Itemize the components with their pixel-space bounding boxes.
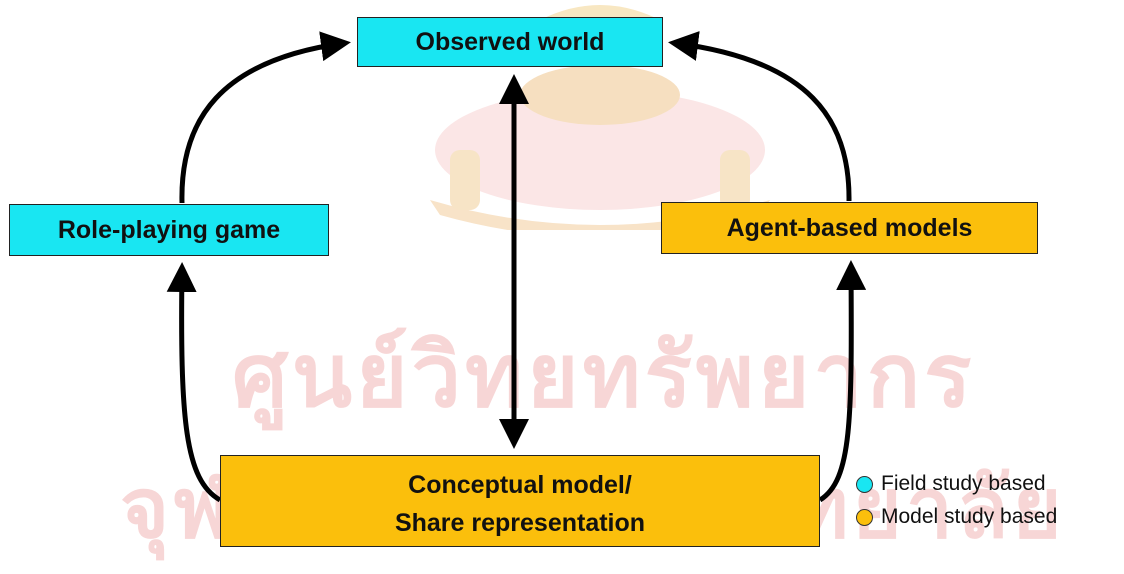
legend-model-dot-icon [856,508,873,526]
legend-item-field-study: Field study based [856,472,1046,496]
node-conceptual-model-label-line1: Conceptual model/ [408,471,632,499]
legend-item-model-study: Model study based [856,505,1057,529]
node-conceptual-model-label-line2: Share representation [394,509,646,537]
node-observed-world: Observed world [357,17,663,67]
node-agent-based-models-label: Agent-based models [726,213,973,242]
legend-field-dot-icon [856,475,873,493]
arrow-concept-to-agent [818,260,867,503]
node-role-playing-game: Role-playing game [9,204,329,256]
arrow-agent-to-observed [668,31,852,202]
node-conceptual-model: Conceptual model/ Share representation [220,455,820,547]
legend-model-label: Model study based [881,505,1058,528]
node-role-playing-game-label: Role-playing game [57,215,281,244]
arrows-layer [166,31,867,503]
arrow-role-to-observed [179,31,351,204]
node-agent-based-models: Agent-based models [661,202,1038,254]
node-observed-world-label: Observed world [415,27,605,56]
arrow-concept-to-role [166,262,222,503]
diagram-canvas: ศูนย์วิทยทรัพยากร จุฬาลงกรณ์มหาวิทยาลัย … [9,5,1062,557]
legend-field-label: Field study based [881,472,1046,495]
